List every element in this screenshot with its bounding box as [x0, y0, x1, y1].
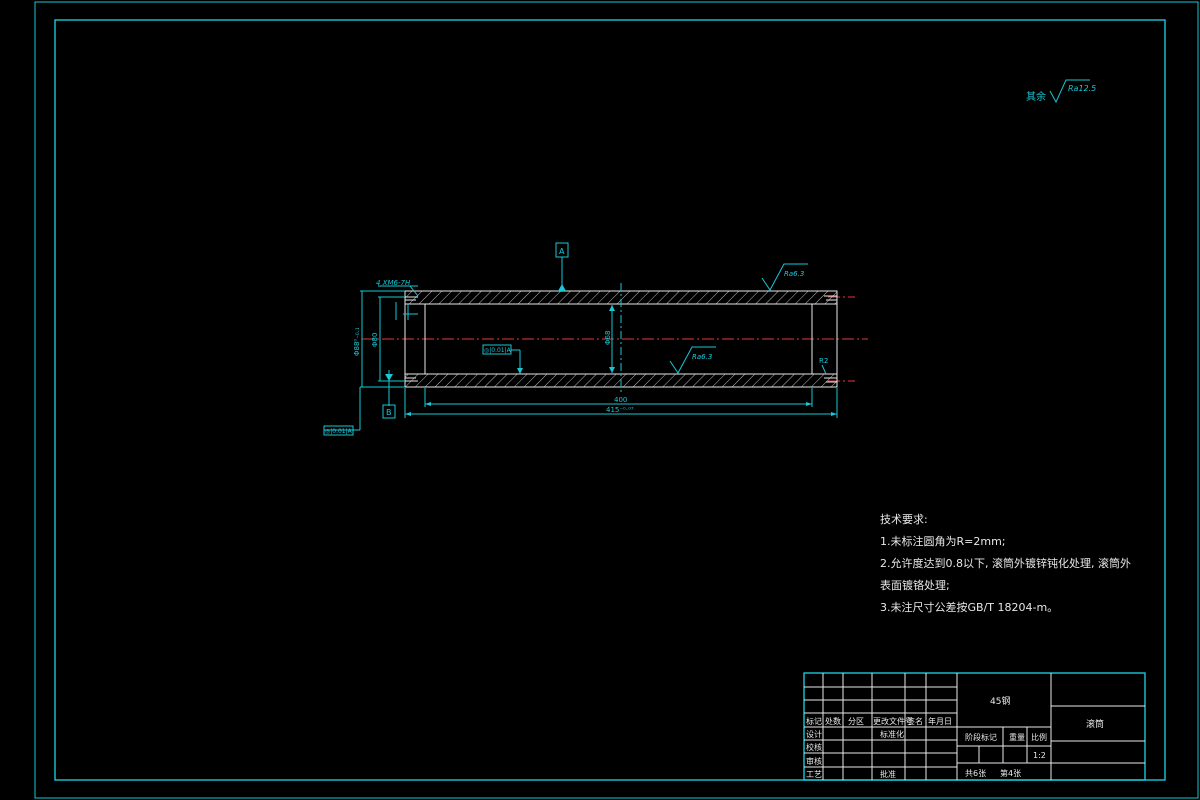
tb-approve-label: 批准	[880, 769, 896, 779]
tb-row-review: 审核	[806, 756, 822, 766]
roughness-default-value: Ra12.5	[1068, 84, 1096, 93]
tb-row-check: 校核	[806, 742, 822, 752]
tb-weight-label: 重量	[1009, 732, 1025, 742]
gtol-frame-inner: ◎|0.01|A	[482, 344, 523, 374]
tb-row-design: 设计	[806, 729, 822, 739]
tb-row-process: 工艺	[806, 770, 822, 779]
tb-header-4: 更改文件号	[873, 716, 913, 726]
tb-scale: 1:2	[1033, 751, 1046, 760]
tech-notes-line3: 表面镀铬处理;	[880, 578, 950, 592]
title-block: 标记 处数 分区 更改文件号 签名 年月日 设计 校核 审核 工艺 标准化 批准…	[803, 672, 1146, 781]
tech-notes-line4: 3.未注尺寸公差按GB/T 18204-m。	[880, 600, 1058, 614]
dim-inner-dia: Φ68	[604, 331, 612, 345]
datum-b: B	[382, 370, 396, 419]
tb-header-2: 处数	[825, 716, 841, 726]
gtol-frame-left: ◎|0.01|A	[323, 425, 354, 436]
tb-part-name: 滚筒	[1086, 718, 1104, 730]
default-roughness: 其余 Ra12.5	[1026, 79, 1096, 104]
tb-stage-label: 阶段标记	[965, 732, 997, 742]
radius-label: R2	[819, 357, 828, 365]
left-dims	[324, 285, 419, 431]
tech-notes-title: 技术要求:	[880, 513, 928, 526]
tech-notes-line1: 1.未标注圆角为R=2mm;	[880, 534, 1006, 548]
roughness-inner: Ra6.3	[669, 346, 716, 374]
gtol-2-text: ◎|0.01|A	[484, 347, 512, 354]
dim-od-tol: Φ88⁰₋₀.₁	[353, 327, 361, 356]
datum-a: A	[555, 242, 569, 291]
inner-border	[54, 19, 1166, 781]
tech-notes: 技术要求: 1.未标注圆角为R=2mm; 2.允许度达到0.8以下, 滚筒外镀锌…	[880, 513, 1131, 614]
dim-outer-dia: Φ80	[371, 333, 379, 347]
roughness-top: Ra6.3	[761, 263, 808, 291]
tb-header-1: 标记	[806, 716, 822, 726]
tb-header-5: 签名	[907, 716, 923, 726]
dim-len-415: 415⁻⁰·⁰⁷	[606, 406, 634, 414]
tb-header-6: 年月日	[928, 716, 952, 726]
length-dims	[404, 388, 838, 418]
roughness-top-value: Ra6.3	[784, 270, 804, 278]
tb-scale-label: 比例	[1031, 732, 1047, 742]
gtol-1-text: ◎|0.01|A	[325, 428, 353, 435]
tb-std-label: 标准化	[880, 729, 904, 739]
roughness-inner-value: Ra6.3	[692, 353, 712, 361]
dim-len-400: 400	[614, 396, 627, 404]
thread-callout: 4 XM6-7H	[376, 279, 411, 287]
tb-header-3: 分区	[848, 717, 864, 726]
tb-material: 45钢	[990, 695, 1010, 707]
tb-sheet-no: 第4张	[1000, 768, 1021, 778]
tb-sheet-total: 共6张	[965, 769, 986, 778]
outer-border	[34, 1, 1199, 799]
roughness-prefix: 其余	[1026, 90, 1046, 103]
tech-notes-line2: 2.允许度达到0.8以下, 滚筒外镀锌钝化处理, 滚筒外	[880, 556, 1131, 570]
datum-a-label: A	[559, 247, 565, 256]
datum-b-label: B	[386, 408, 392, 417]
